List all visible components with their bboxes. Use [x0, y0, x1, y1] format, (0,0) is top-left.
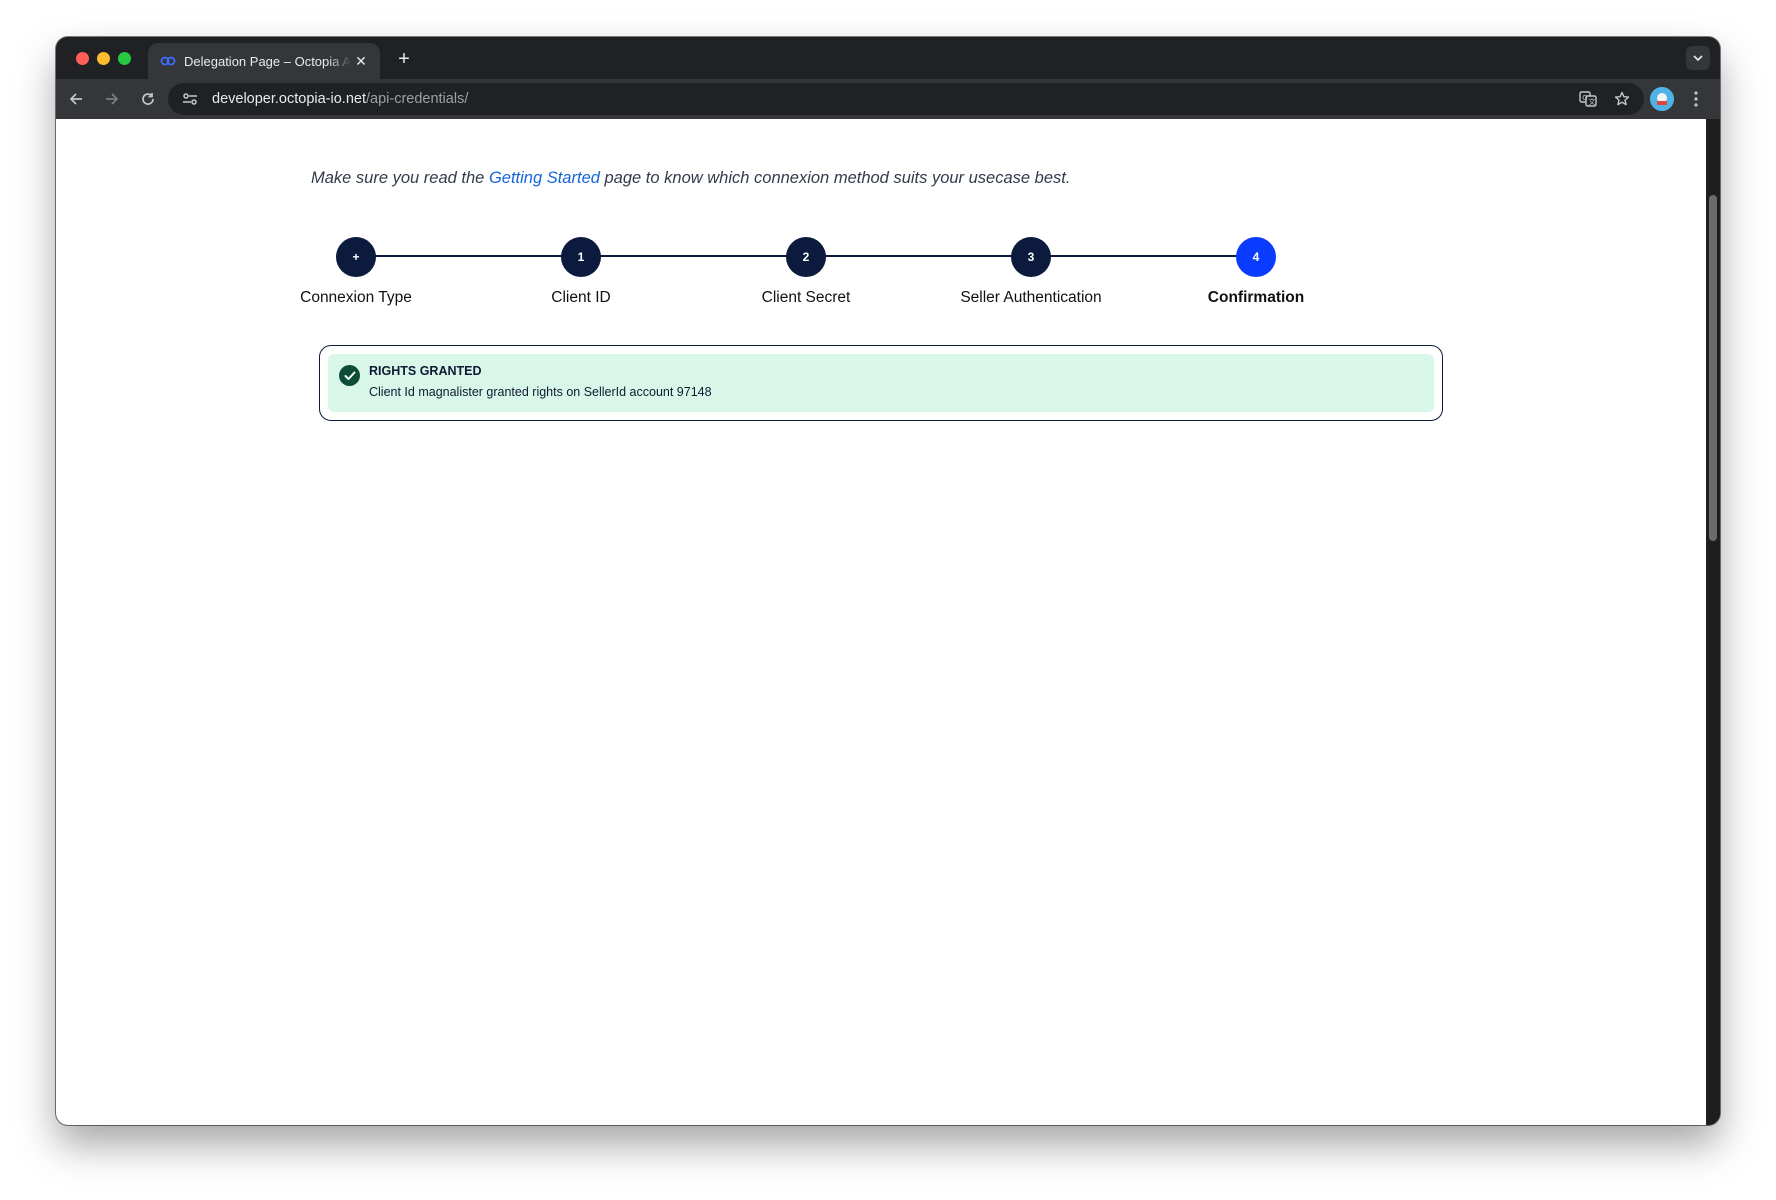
- forward-arrow-icon: [106, 93, 119, 105]
- site-settings-icon[interactable]: [180, 89, 200, 109]
- url-host: developer.octopia-io.net: [212, 91, 366, 107]
- step-marker: +: [336, 237, 376, 277]
- step-label: Seller Authentication: [960, 289, 1102, 306]
- step-label: Connexion Type: [300, 289, 412, 306]
- check-circle-icon: [339, 365, 360, 386]
- intro-before: Make sure you read the: [311, 169, 489, 187]
- success-alert: RIGHTS GRANTED Client Id magnalister gra…: [328, 354, 1434, 412]
- intro-after: page to know which connexion method suit…: [599, 169, 1071, 187]
- minimize-window-button[interactable]: [97, 52, 110, 65]
- profile-avatar[interactable]: [1650, 87, 1674, 111]
- svg-text:G: G: [1582, 94, 1587, 102]
- back-button[interactable]: [62, 85, 90, 113]
- forward-button[interactable]: [98, 85, 126, 113]
- getting-started-link[interactable]: Getting Started: [488, 169, 600, 187]
- window-controls: [76, 52, 131, 65]
- url-path: /api-credentials/: [365, 91, 469, 107]
- browser-toolbar: developer.octopia-io.net/api-credentials…: [56, 79, 1720, 119]
- avatar-icon: [1650, 87, 1674, 111]
- step-confirmation[interactable]: 4 Confirmation: [1166, 237, 1346, 307]
- step-seller-authentication[interactable]: 3 Seller Authentication: [941, 237, 1121, 307]
- page-content: Make sure you read the Getting Started p…: [56, 119, 1706, 1125]
- address-bar[interactable]: developer.octopia-io.net/api-credentials…: [168, 83, 1644, 115]
- maximize-window-button[interactable]: [118, 52, 131, 65]
- more-vert-icon: [1694, 91, 1698, 107]
- step-label: Confirmation: [1207, 289, 1305, 306]
- step-label: Client Secret: [761, 289, 851, 306]
- tab-title: Delegation Page – Octopia API: [184, 53, 352, 69]
- step-marker: 2: [786, 237, 826, 277]
- back-arrow-icon: [69, 93, 82, 105]
- page-scrollbar[interactable]: [1706, 119, 1720, 1125]
- reload-button[interactable]: [134, 85, 162, 113]
- browser-tab[interactable]: Delegation Page – Octopia API ✕: [148, 43, 380, 79]
- result-card: RIGHTS GRANTED Client Id magnalister gra…: [319, 345, 1443, 421]
- bookmark-star-icon[interactable]: [1610, 87, 1634, 111]
- url-text: developer.octopia-io.net/api-credentials…: [212, 91, 468, 107]
- octopia-favicon-icon: [160, 53, 176, 69]
- step-client-secret[interactable]: 2 Client Secret: [716, 237, 896, 307]
- svg-text:文: 文: [1589, 97, 1596, 106]
- tab-strip: Delegation Page – Octopia API ✕ +: [56, 37, 1720, 79]
- browser-menu-button[interactable]: [1684, 87, 1708, 111]
- progress-stepper: + Connexion Type 1 Client ID 2 Client Se…: [300, 237, 1304, 307]
- step-client-id[interactable]: 1 Client ID: [491, 237, 671, 307]
- step-marker: 4: [1236, 237, 1276, 277]
- reload-icon: [142, 93, 154, 105]
- step-connexion-type[interactable]: + Connexion Type: [266, 237, 446, 307]
- scrollbar-thumb[interactable]: [1709, 195, 1717, 541]
- step-marker: 1: [561, 237, 601, 277]
- chevron-down-icon: [1693, 55, 1703, 61]
- alert-message: Client Id magnalister granted rights on …: [369, 385, 712, 399]
- new-tab-button[interactable]: +: [398, 48, 410, 70]
- close-tab-icon[interactable]: ✕: [355, 52, 367, 69]
- intro-text: Make sure you read the Getting Started p…: [311, 169, 1070, 188]
- close-window-button[interactable]: [76, 52, 89, 65]
- alert-title: RIGHTS GRANTED: [369, 364, 482, 378]
- browser-window: Delegation Page – Octopia API ✕ + develo…: [56, 37, 1720, 1125]
- step-label: Client ID: [551, 289, 611, 306]
- step-marker: 3: [1011, 237, 1051, 277]
- tab-search-button[interactable]: [1686, 46, 1710, 70]
